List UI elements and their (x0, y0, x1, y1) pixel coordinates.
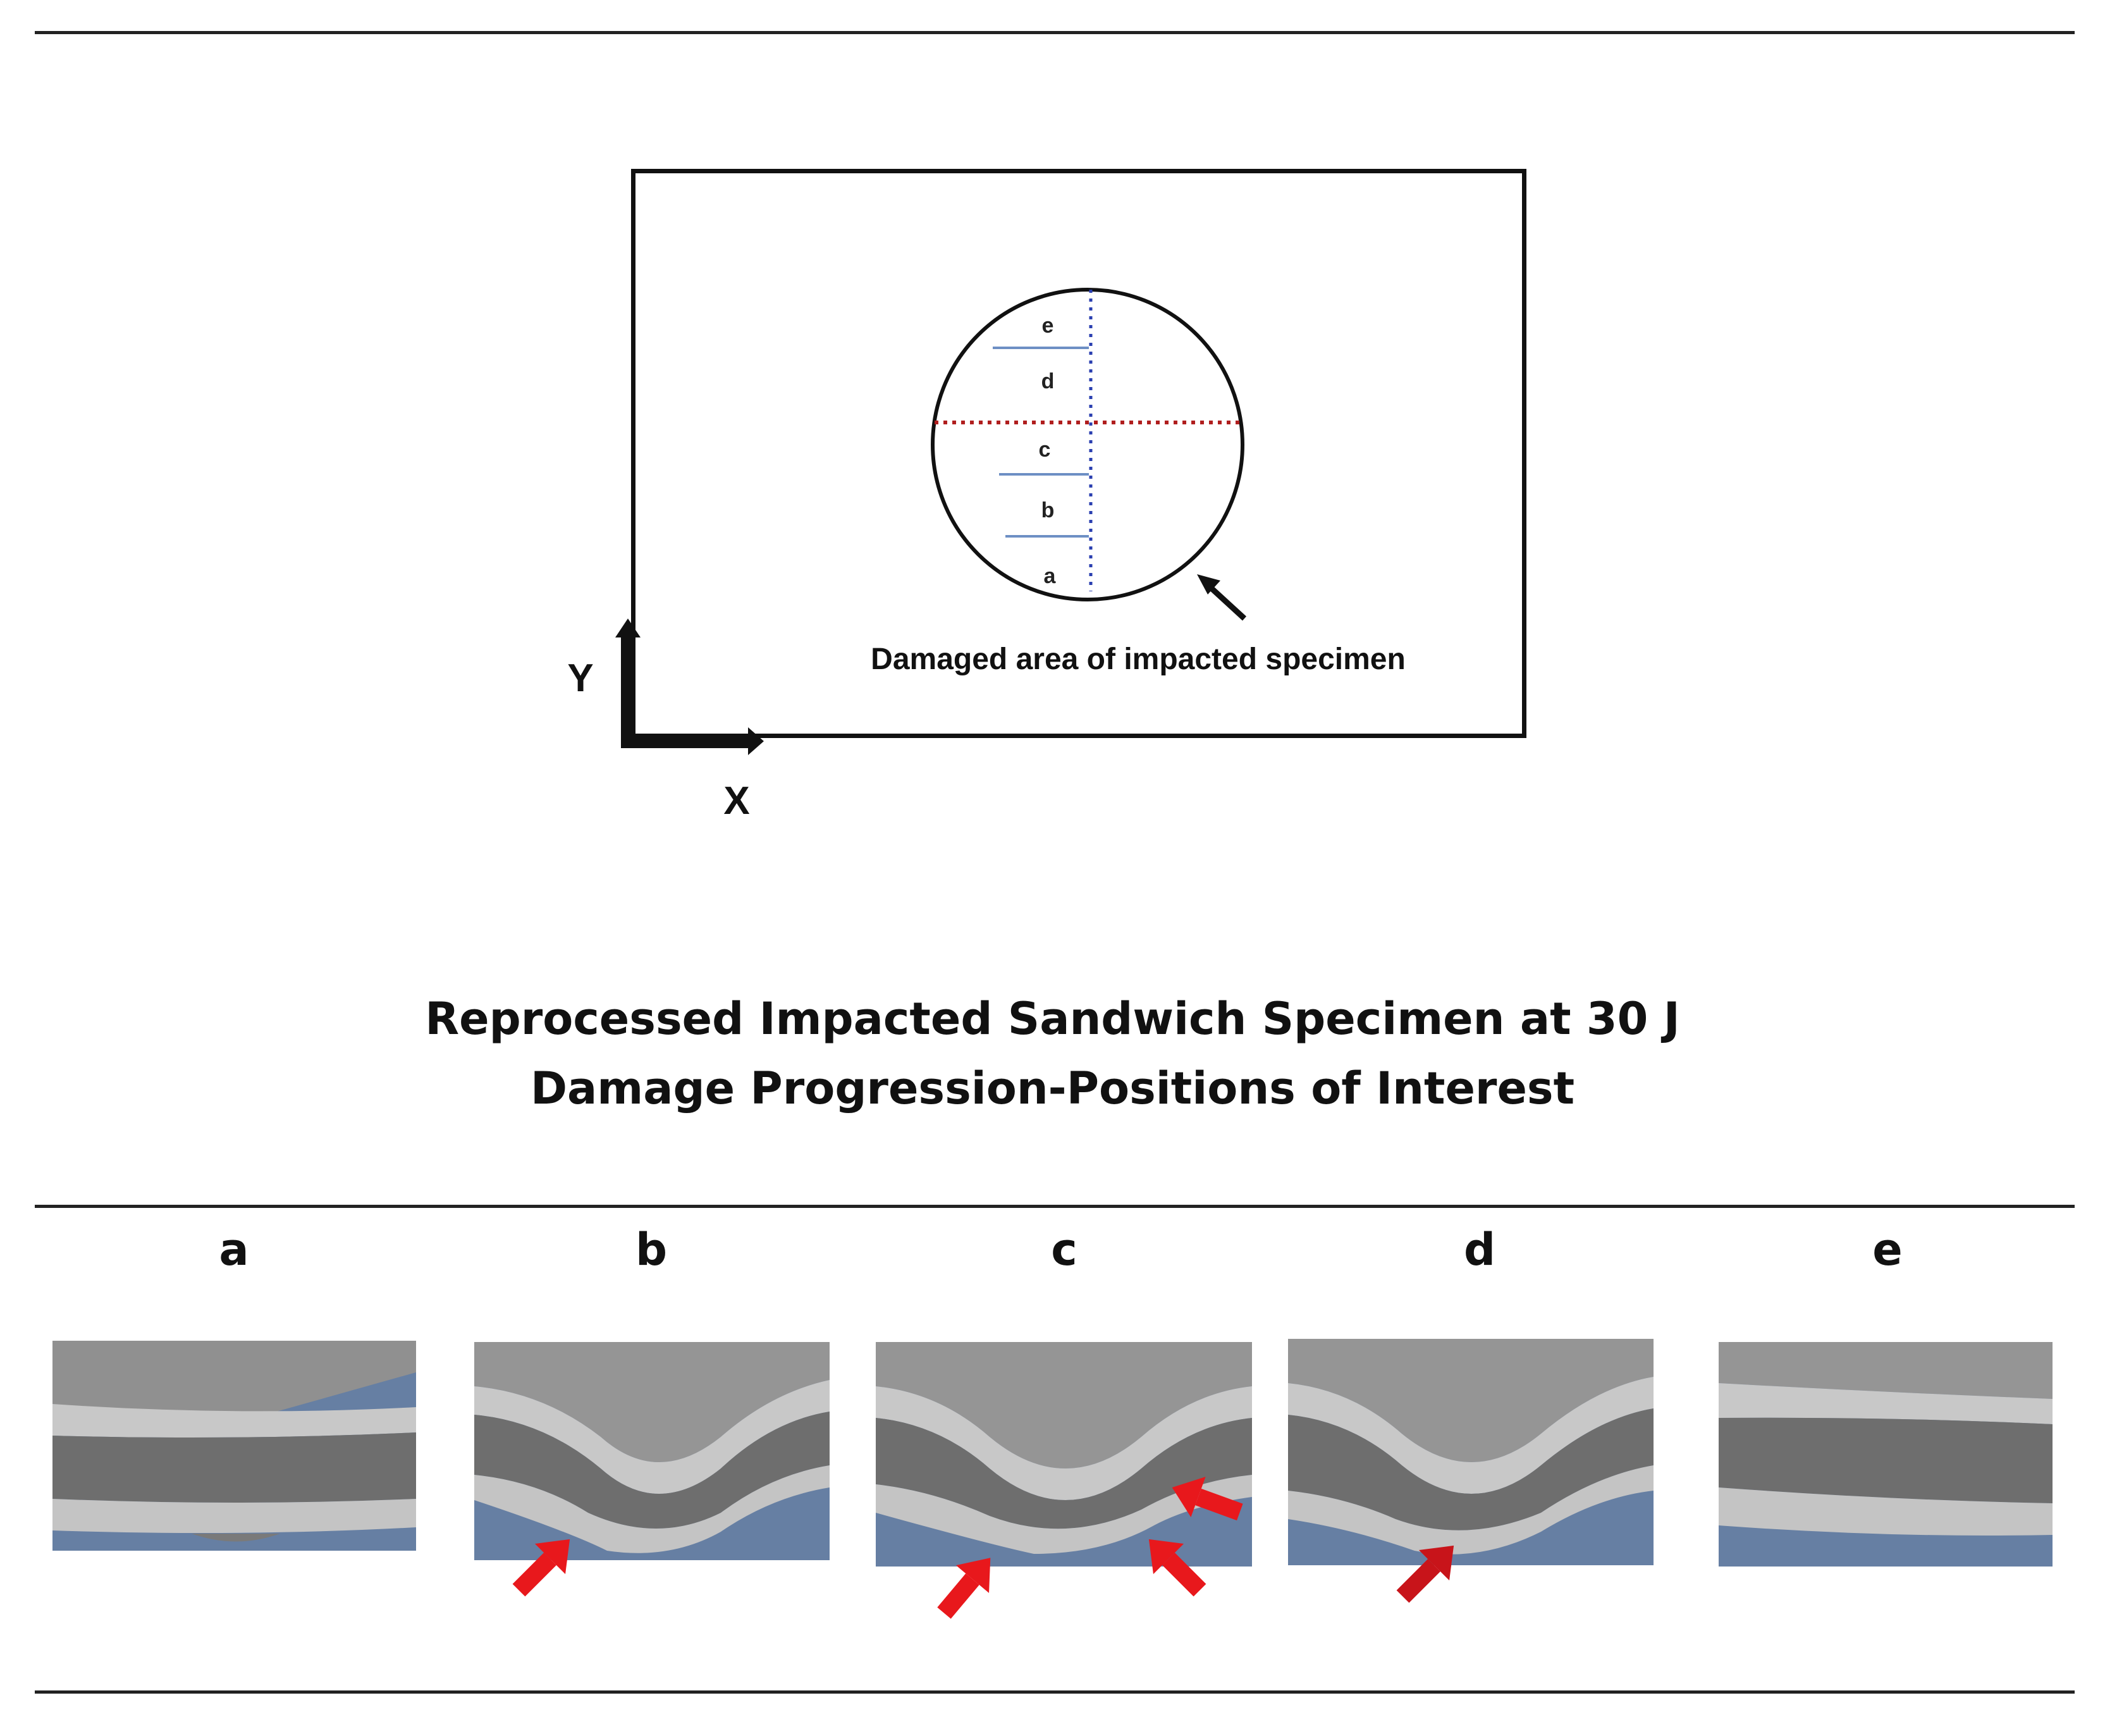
panel-label-e: e (1872, 1224, 1903, 1276)
position-label-b: b (1041, 498, 1055, 522)
axes-icon (615, 619, 764, 755)
y-axis-label: Y (567, 656, 593, 700)
position-label-a: a (1044, 564, 1057, 588)
damage-arrow-icon (1133, 1524, 1215, 1606)
cross-section-image-d (1288, 1339, 1654, 1565)
panel-label-b: b (635, 1224, 668, 1276)
damage-arrow-icon (1165, 1467, 1248, 1532)
damage-caption: Damaged area of impacted specimen (871, 643, 1406, 676)
top-rule (35, 31, 2075, 34)
damage-circle (931, 288, 1244, 601)
specimen-outline (631, 169, 1526, 738)
position-label-d: d (1041, 369, 1055, 393)
cross-section-image-e (1719, 1342, 2053, 1567)
pointer-arrow-icon (1197, 574, 1247, 621)
specimen-diagram: e d c b a Damaged area of impacted speci… (567, 288, 1406, 823)
cross-section-image-a (52, 1341, 416, 1551)
panel-label-c: c (1051, 1224, 1077, 1276)
cross-section-image-c (876, 1342, 1252, 1567)
middle-rule (35, 1205, 2075, 1208)
damage-arrow-icon (927, 1544, 1007, 1627)
panel-label-a: a (219, 1224, 249, 1276)
panel-label-d: d (1463, 1224, 1496, 1276)
position-label-c: c (1039, 438, 1051, 462)
figure-title-line1: Reprocessed Impacted Sandwich Specimen a… (425, 993, 1680, 1045)
x-axis-label: X (723, 779, 749, 823)
figure-title-line2: Damage Progression-Positions of Interest (530, 1062, 1575, 1114)
bottom-rule (35, 1690, 2075, 1694)
damage-arrow-icon (1387, 1530, 1470, 1612)
damage-arrow-icon (503, 1524, 586, 1606)
position-label-e: e (1042, 314, 1054, 338)
cross-section-image-b (474, 1342, 830, 1560)
